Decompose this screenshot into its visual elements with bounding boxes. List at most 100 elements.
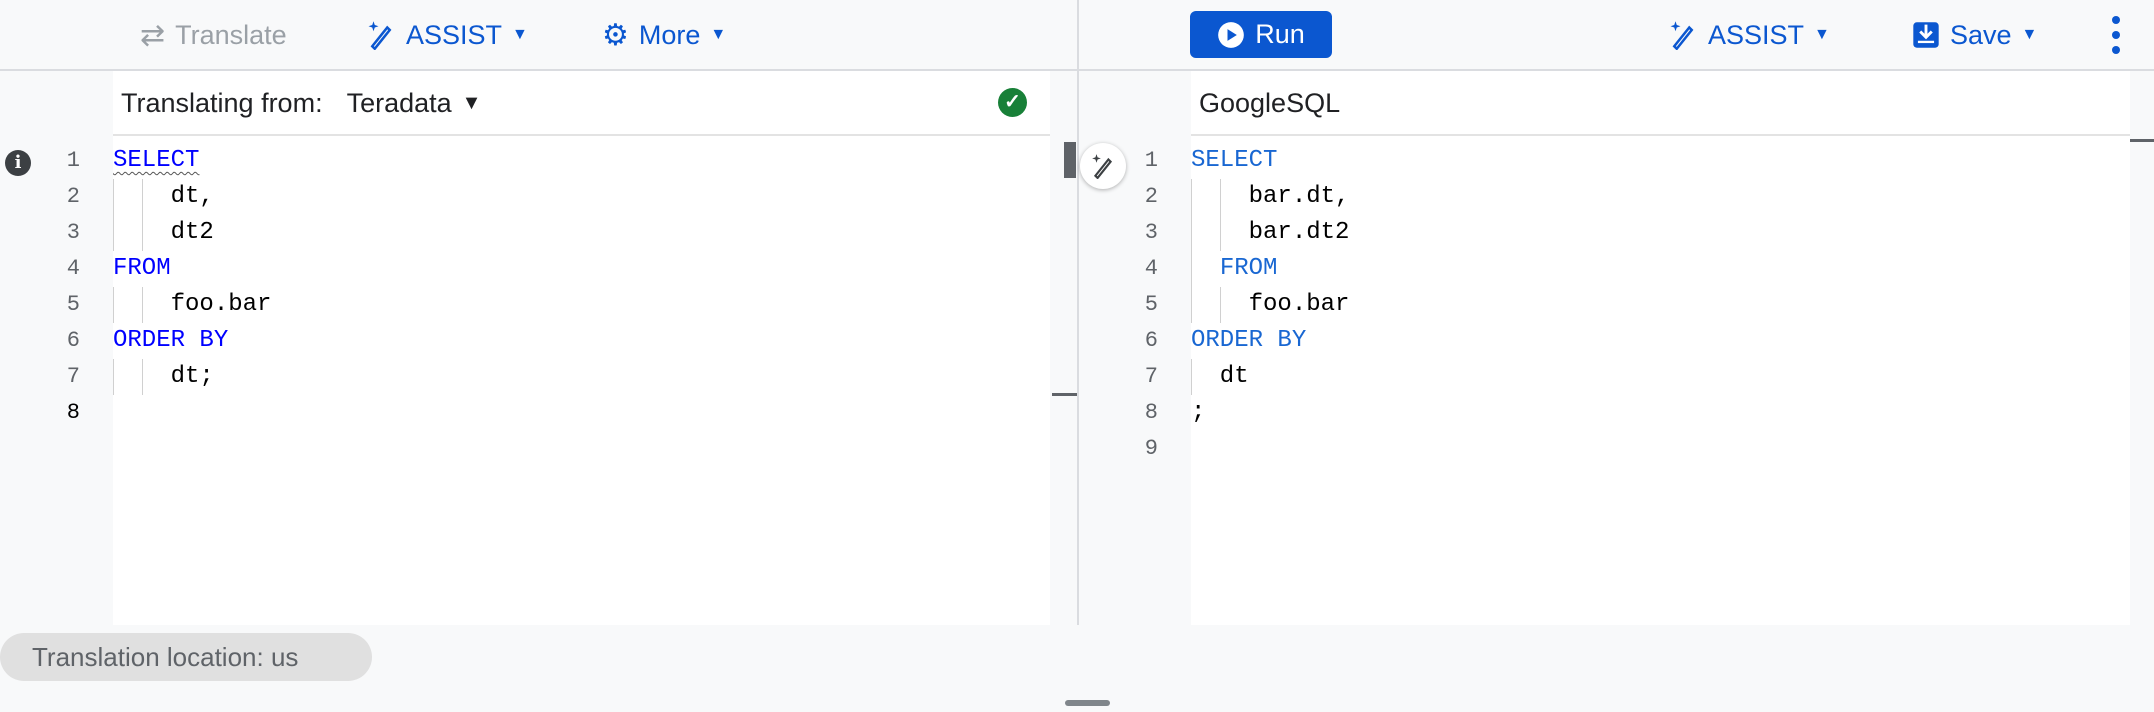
inline-assist-button[interactable] bbox=[1080, 143, 1126, 189]
magic-pen-icon bbox=[368, 21, 392, 50]
line-number: 8 bbox=[1144, 400, 1158, 425]
line-number: 3 bbox=[66, 220, 80, 245]
save-button[interactable]: Save ▼ bbox=[1912, 0, 2037, 70]
code-line[interactable]: dt bbox=[1191, 359, 1349, 395]
code-line[interactable]: foo.bar bbox=[113, 287, 271, 323]
line-number: 2 bbox=[66, 184, 80, 209]
code-token: foo.bar bbox=[1191, 291, 1350, 318]
code-line[interactable]: bar.dt, bbox=[1191, 179, 1349, 215]
line-number: 7 bbox=[1144, 364, 1158, 389]
code-line[interactable]: dt, bbox=[113, 179, 271, 215]
translate-button[interactable]: ⇄ Translate bbox=[140, 18, 287, 52]
indent-guide bbox=[113, 359, 114, 395]
keyword-token: SELECT bbox=[113, 147, 200, 174]
gear-icon: ⚙ bbox=[602, 18, 629, 52]
code-line[interactable]: ORDER BY bbox=[1191, 323, 1349, 359]
code-line[interactable] bbox=[1191, 431, 1349, 467]
line-number: 6 bbox=[1144, 328, 1158, 353]
code-line[interactable]: FROM bbox=[113, 251, 271, 287]
keyword-token: ORDER BY bbox=[1191, 327, 1307, 354]
indent-guide bbox=[1219, 179, 1221, 215]
code-token: dt2 bbox=[113, 219, 214, 246]
indent-guide bbox=[1191, 359, 1192, 395]
code-token bbox=[1191, 255, 1220, 282]
code-token: dt; bbox=[113, 363, 214, 390]
code-line[interactable]: FROM bbox=[1191, 251, 1349, 287]
caret-down-icon: ▼ bbox=[710, 26, 727, 43]
keyword-token: FROM bbox=[1219, 255, 1278, 282]
code-token: foo.bar bbox=[113, 291, 272, 318]
caret-down-icon: ▼ bbox=[512, 26, 528, 43]
indent-guide bbox=[141, 359, 143, 395]
indent-guide bbox=[141, 179, 143, 215]
header-divider bbox=[113, 134, 1050, 136]
more-options-kebab-icon[interactable] bbox=[2108, 16, 2124, 54]
swap-arrows-icon: ⇄ bbox=[140, 18, 166, 52]
run-button[interactable]: Run bbox=[1190, 11, 1332, 58]
indent-guide bbox=[1191, 287, 1192, 323]
indent-guide bbox=[113, 179, 114, 215]
source-scrollbar-thumb[interactable] bbox=[1064, 142, 1076, 178]
source-header: Translating from: Teradata ▼ bbox=[121, 87, 482, 118]
indent-guide bbox=[1219, 215, 1221, 251]
keyword-token: SELECT bbox=[1191, 147, 1278, 174]
indent-guide bbox=[113, 287, 114, 323]
line-number: 5 bbox=[1144, 292, 1158, 317]
caret-down-icon: ▼ bbox=[2021, 26, 2038, 43]
code-line[interactable]: dt; bbox=[113, 359, 271, 395]
pane-divider[interactable] bbox=[1077, 0, 1079, 625]
header-divider bbox=[1191, 134, 2130, 136]
left-assist-button[interactable]: ASSIST ▼ bbox=[366, 0, 528, 70]
source-line-numbers: 1 2 3 4 5 6 7 8 bbox=[40, 143, 80, 431]
line-number: 4 bbox=[1144, 256, 1158, 281]
indent-guide bbox=[113, 215, 114, 251]
code-token: dt, bbox=[113, 183, 214, 210]
line-number: 6 bbox=[66, 328, 80, 353]
line-number: 1 bbox=[1144, 148, 1158, 173]
indent-guide bbox=[1219, 287, 1221, 323]
play-circle-icon bbox=[1218, 21, 1245, 48]
code-line[interactable]: dt2 bbox=[113, 215, 271, 251]
more-button[interactable]: ⚙ More ▼ bbox=[602, 18, 727, 52]
source-dialect-select[interactable]: Teradata ▼ bbox=[346, 87, 482, 118]
code-token: bar.dt, bbox=[1191, 183, 1350, 210]
keyword-token: ORDER BY bbox=[113, 327, 229, 354]
code-token: bar.dt2 bbox=[1191, 219, 1350, 246]
overview-ruler-marker bbox=[1052, 393, 1077, 396]
code-token: dt bbox=[1191, 363, 1249, 390]
translation-location-chip[interactable]: Translation location: us bbox=[0, 633, 372, 681]
target-header: GoogleSQL bbox=[1199, 87, 1341, 118]
line-number: 2 bbox=[1144, 184, 1158, 209]
magic-pen-icon bbox=[1092, 154, 1113, 179]
code-line[interactable]: foo.bar bbox=[1191, 287, 1349, 323]
target-scroll-marker bbox=[2130, 139, 2154, 142]
line-number: 3 bbox=[1144, 220, 1158, 245]
target-editor[interactable] bbox=[1191, 71, 2130, 625]
indent-guide bbox=[141, 287, 143, 323]
target-line-numbers: 1 2 3 4 5 6 7 8 9 bbox=[1118, 143, 1158, 467]
indent-guide bbox=[1191, 251, 1192, 287]
line-number: 1 bbox=[66, 148, 80, 173]
code-line[interactable] bbox=[113, 395, 271, 431]
line-number: 9 bbox=[1144, 436, 1158, 461]
keyword-token: FROM bbox=[113, 255, 171, 282]
code-line[interactable]: bar.dt2 bbox=[1191, 215, 1349, 251]
caret-down-icon: ▼ bbox=[1814, 26, 1830, 43]
code-line[interactable]: ORDER BY bbox=[113, 323, 271, 359]
right-assist-button[interactable]: ASSIST ▼ bbox=[1668, 0, 1830, 70]
resize-handle[interactable] bbox=[1065, 700, 1110, 706]
line-number: 5 bbox=[66, 292, 80, 317]
code-line[interactable]: ; bbox=[1191, 395, 1349, 431]
line-number: 7 bbox=[66, 364, 80, 389]
line-number: 4 bbox=[66, 256, 80, 281]
code-line[interactable]: SELECT bbox=[1191, 143, 1349, 179]
code-token: ; bbox=[1191, 399, 1206, 426]
info-icon[interactable]: i bbox=[5, 150, 31, 176]
source-editor[interactable] bbox=[113, 71, 1050, 625]
caret-down-icon: ▼ bbox=[461, 91, 482, 114]
line-number: 8 bbox=[66, 400, 80, 425]
code-line[interactable]: SELECT bbox=[113, 143, 271, 179]
indent-guide bbox=[1191, 215, 1192, 251]
